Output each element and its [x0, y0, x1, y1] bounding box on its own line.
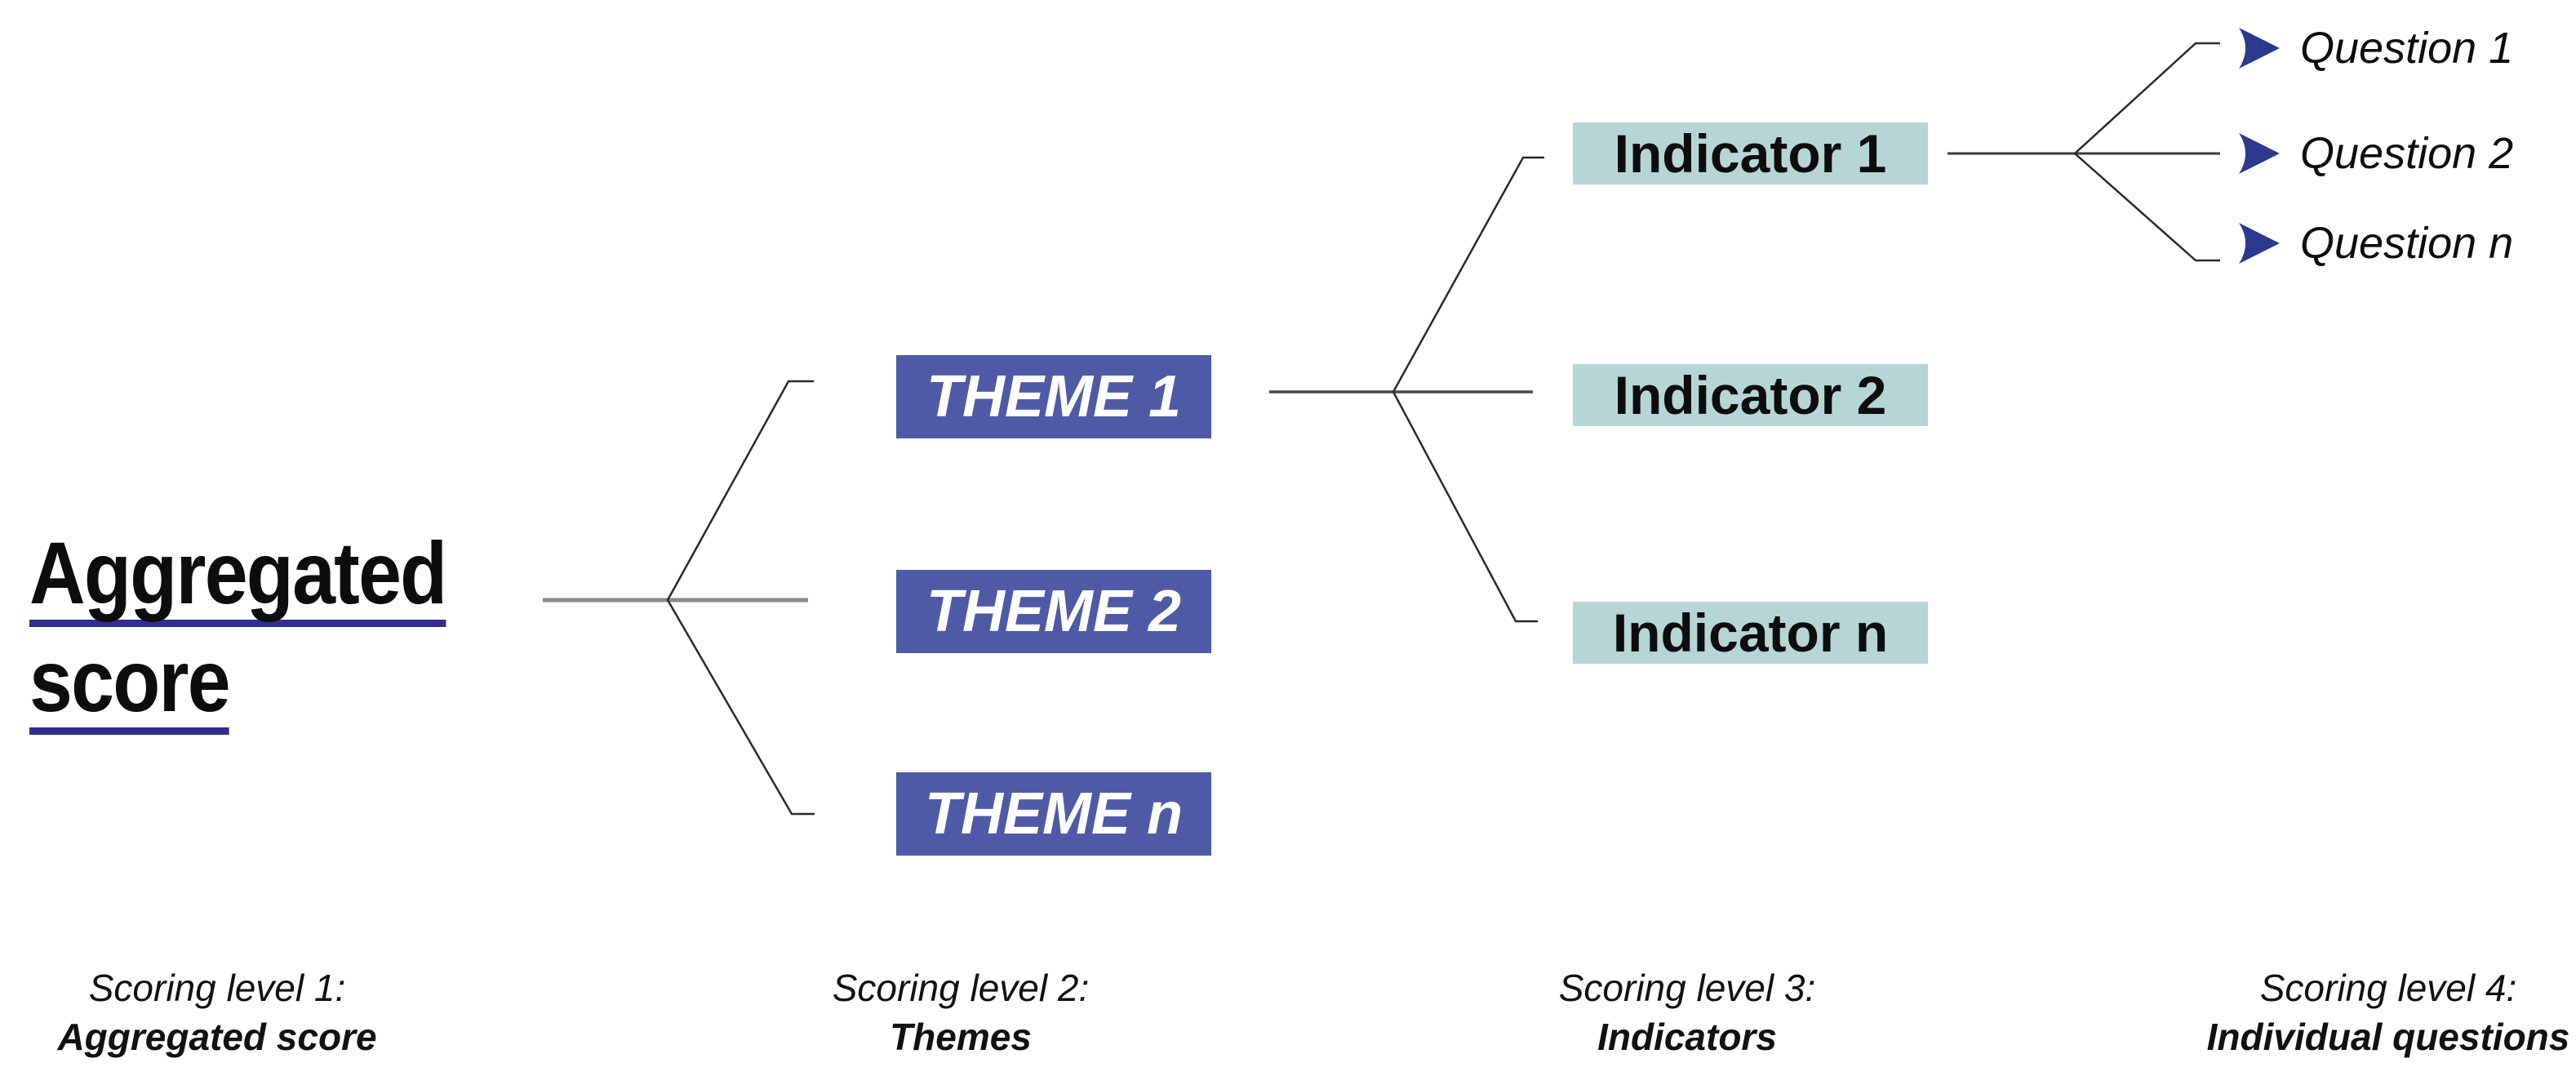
scoring-level-1-caption: Scoring level 1: Aggregated score	[0, 963, 478, 1061]
theme-n-box: THEME n	[896, 772, 1211, 856]
theme-2-box: THEME 2	[896, 570, 1211, 653]
scoring-level-3-subtitle: Indicators	[1597, 1016, 1777, 1058]
theme-n-label: THEME n	[925, 781, 1183, 847]
theme-2-label: THEME 2	[926, 579, 1182, 644]
theme-1-label: THEME 1	[926, 364, 1182, 429]
aggregated-score-heading: Aggregated score	[29, 529, 447, 743]
question-1-label: Question 1	[2300, 24, 2514, 73]
indicator-2-box: Indicator 2	[1573, 364, 1928, 426]
question-1-item: Question 1	[2239, 22, 2513, 74]
scoring-level-2-caption: Scoring level 2: Themes	[700, 963, 1222, 1061]
aggregated-score-line2: score	[29, 637, 231, 735]
aggregated-score-line1: Aggregated	[29, 529, 447, 627]
question-n-label: Question n	[2300, 219, 2514, 268]
fork-indicators	[1392, 156, 1544, 623]
scoring-level-2-subtitle: Themes	[890, 1016, 1032, 1058]
indicator-n-label: Indicator n	[1612, 603, 1889, 663]
indicator-2-label: Indicator 2	[1614, 365, 1887, 425]
indicator-1-box: Indicator 1	[1573, 122, 1928, 185]
scoring-level-1-subtitle: Aggregated score	[57, 1016, 377, 1058]
indicator-1-label: Indicator 1	[1614, 123, 1887, 184]
scoring-level-3-title: Scoring level 3:	[1558, 967, 1816, 1009]
arrowhead-icon	[2239, 133, 2280, 174]
theme-1-box: THEME 1	[896, 355, 1211, 438]
scoring-level-3-caption: Scoring level 3: Indicators	[1426, 963, 1948, 1061]
arrowhead-icon	[2239, 223, 2280, 264]
scoring-level-4-subtitle: Individual questions	[2206, 1016, 2570, 1058]
question-n-item: Question n	[2239, 217, 2513, 269]
arrowhead-icon	[2239, 28, 2280, 69]
scoring-level-1-title: Scoring level 1:	[88, 967, 346, 1009]
scoring-level-2-title: Scoring level 2:	[832, 967, 1090, 1009]
scoring-level-4-title: Scoring level 4:	[2259, 967, 2517, 1009]
fork-themes	[666, 380, 815, 816]
question-2-item: Question 2	[2239, 127, 2513, 180]
scoring-level-4-caption: Scoring level 4: Individual questions	[2127, 963, 2576, 1061]
fork-questions	[2073, 42, 2220, 262]
question-2-label: Question 2	[2300, 129, 2514, 178]
indicator-n-box: Indicator n	[1573, 602, 1928, 664]
